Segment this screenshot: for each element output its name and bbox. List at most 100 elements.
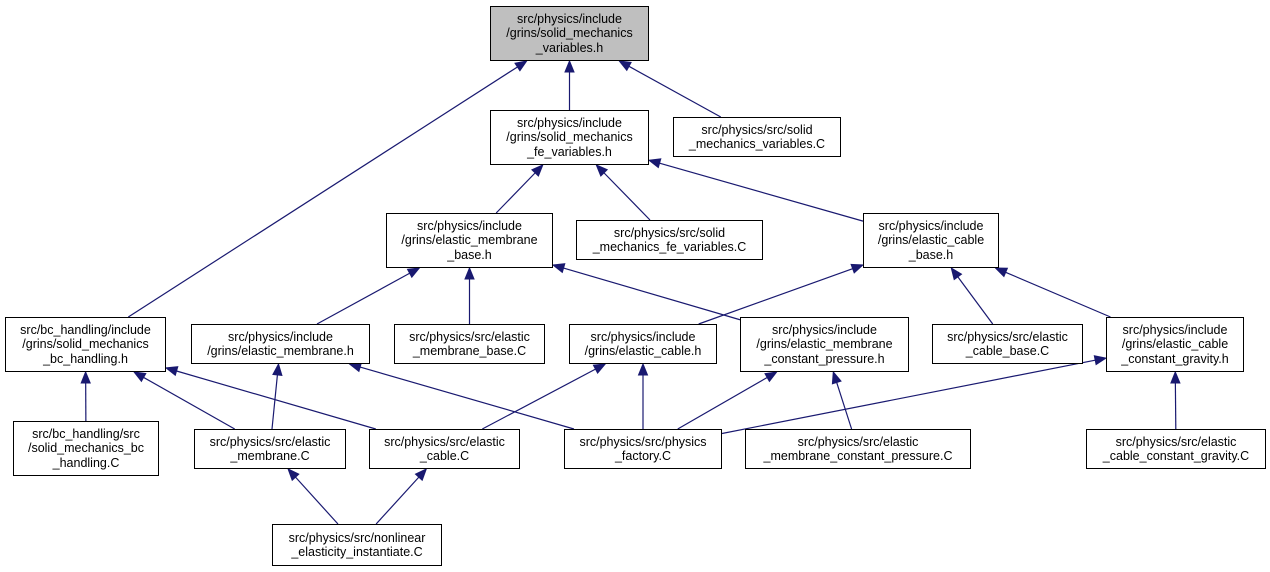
node-label-line: src/physics/src/elastic [209,434,331,449]
node-label-line: /grins/elastic_cable [877,233,985,248]
node-solid-mechanics-bc-handling-c[interactable]: src/bc_handling/src /solid_mechanics_bc … [13,421,159,476]
node-label-line: _cable_base.C [965,344,1050,358]
edge-arrowhead [348,362,363,373]
node-label-line: _elasticity_instantiate.C [291,545,423,559]
node-label-line: /grins/solid_mechanics [22,337,149,352]
node-label-line: src/physics/include [417,218,522,233]
node-physics-factory-c[interactable]: src/physics/src/physics _factory.C [564,429,722,469]
node-label-line: /grins/elastic_membrane [756,337,893,352]
edge-line [295,476,339,525]
edge-line [375,476,420,525]
node-elastic-cable-constant-gravity-h[interactable]: src/physics/include /grins/elastic_cable… [1106,317,1244,372]
dependency-edge [831,370,853,430]
edge-arrowhead [994,267,1009,278]
dependency-edge [271,362,283,430]
dependency-edge [482,363,607,430]
dependency-edge [551,263,741,321]
node-elastic-membrane-base-h[interactable]: src/physics/include /grins/elastic_membr… [386,213,553,268]
dependency-edge [721,355,1108,435]
node-label-line: src/physics/src/elastic [1115,434,1237,449]
node-label-line: src/physics/src/solid [613,225,726,240]
edge-arrowhead [531,164,544,177]
node-elastic-membrane-c[interactable]: src/physics/src/elastic _membrane.C [194,429,346,469]
node-elastic-membrane-constant-pressure-c[interactable]: src/physics/src/elastic _membrane_consta… [745,429,971,469]
edge-line [563,267,741,321]
edge-line [659,162,864,222]
node-label-line: /grins/elastic_membrane.h [207,344,354,358]
node-elastic-cable-constant-gravity-c[interactable]: src/physics/src/elastic _cable_constant_… [1086,429,1266,469]
edge-arrowhead [272,362,283,376]
node-label-line: src/physics/src/elastic [384,434,505,449]
node-elastic-membrane-base-c[interactable]: src/physics/src/elastic _membrane_base.C [394,324,545,364]
node-label-line: _mechanics_variables.C [688,137,826,151]
edge-arrowhead [464,266,475,280]
node-label-line: _variables.h [535,40,604,55]
node-solid-mechanics-fe-variables-h[interactable]: src/physics/include /grins/solid_mechani… [490,110,649,165]
dependency-edge [164,366,376,430]
node-elastic-membrane-constant-pressure-h[interactable]: src/physics/include /grins/elastic_membr… [740,317,909,372]
node-label-line: src/physics/src/physics [579,434,707,449]
node-label-line: src/physics/include [590,329,696,344]
dependency-edge [316,267,421,325]
edge-line [143,376,235,430]
node-label-line: _fe_variables.h [527,144,612,159]
edge-arrowhead [647,158,662,169]
edge-line [603,172,651,221]
node-label-line: /solid_mechanics_bc [27,441,145,456]
node-solid-mechanics-fe-variables-c[interactable]: src/physics/src/solid _mechanics_fe_vari… [576,220,763,260]
node-label-line: _factory.C [614,449,672,463]
node-label-line: src/physics/include [517,11,622,26]
node-label-line: src/physics/include [517,115,622,130]
edge-line [698,268,853,325]
edge-line [836,382,853,430]
edge-line [127,66,518,318]
edge-line [628,65,722,118]
node-elastic-membrane-h[interactable]: src/physics/include /grins/elastic_membr… [191,324,370,364]
dependency-edge [348,362,575,430]
dependency-edge [564,59,575,110]
edge-arrowhead [514,60,528,72]
node-label-line: src/physics/src/elastic [947,329,1068,344]
node-label-line: _cable.C [419,449,470,463]
dependency-edge [994,267,1111,318]
node-elastic-cable-base-c[interactable]: src/physics/src/elastic _cable_base.C [932,324,1083,364]
node-label-line: _base.h [447,247,492,262]
dependency-edge [595,164,651,221]
node-elastic-cable-h[interactable]: src/physics/include /grins/elastic_cable… [569,324,717,364]
node-label-line: /grins/solid_mechanics [506,26,633,41]
node-solid-mechanics-variables-c[interactable]: src/physics/src/solid _mechanics_variabl… [673,117,841,157]
node-elastic-cable-c[interactable]: src/physics/src/elastic _cable.C [369,429,520,469]
node-solid-mechanics-bc-handling-h[interactable]: src/bc_handling/include /grins/solid_mec… [5,317,166,372]
dependency-edge [287,468,339,525]
node-label-line: _cable_constant_gravity.C [1102,449,1250,463]
node-label-line: _membrane_constant_pressure.C [763,449,953,463]
node-label-line: src/physics/include [228,329,333,344]
edge-arrowhead [551,263,566,274]
node-label-line: _handling.C [52,455,120,470]
node-nonlinear-elasticity-instantiate-c[interactable]: src/physics/src/nonlinear _elasticity_in… [272,524,442,566]
node-label-line: /grins/elastic_membrane [401,233,538,248]
edge-arrowhead [850,263,865,274]
dependency-edge [375,468,428,525]
edge-arrowhead [950,266,963,281]
node-label-line: src/physics/src/solid [701,122,813,137]
node-elastic-cable-base-h[interactable]: src/physics/include /grins/elastic_cable… [863,213,999,268]
edge-line [176,370,376,430]
node-label-line: _membrane_base.C [412,344,527,358]
node-label-line: src/physics/src/nonlinear [288,530,426,545]
node-label-line: _base.h [908,247,954,262]
edge-arrowhead [595,164,609,177]
edge-line [316,272,410,325]
node-label-line: /grins/solid_mechanics [506,130,633,145]
edge-line [482,368,596,430]
edge-line [957,276,994,325]
node-label-line: _constant_gravity.h [1121,351,1229,366]
node-label-line: src/physics/include [1122,322,1228,337]
dependency-edge [1170,370,1181,430]
edge-line [271,374,279,430]
node-label-line: _constant_pressure.h [764,351,885,366]
node-label-line: src/physics/include [878,218,984,233]
dependency-edge [80,370,91,422]
edge-line [1005,271,1111,318]
